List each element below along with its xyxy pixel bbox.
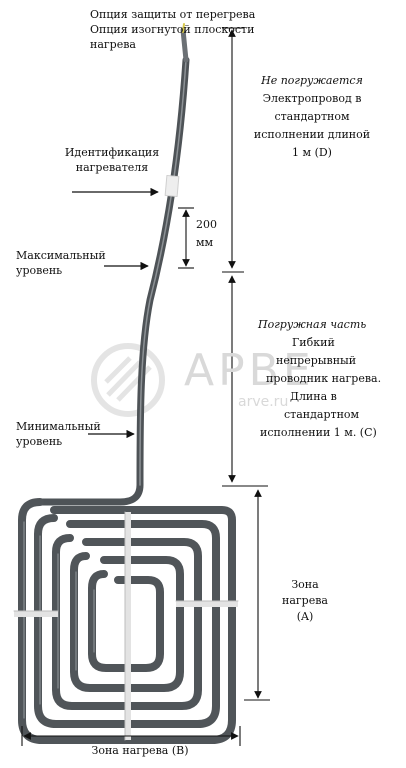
label-immersed-4: Длина в: [290, 390, 337, 403]
dimension-lines: [21, 27, 270, 746]
label-immersed-6: исполнении 1 м. (С): [260, 426, 377, 439]
label-not-immersed-3: исполнении длиной: [253, 128, 371, 141]
label-zone-a-3: (A): [296, 610, 314, 623]
label-immersed-1: Гибкий: [292, 336, 335, 349]
coil-clips: [14, 512, 238, 740]
label-immersed-2: непрерывный: [276, 354, 357, 367]
label-identification-cont: нагревателя: [75, 161, 149, 174]
label-not-immersed-1: Электропровод в: [262, 92, 362, 105]
label-identification: Идентификация: [64, 146, 160, 159]
label-immersed-5: стандартном: [284, 408, 360, 421]
label-not-immersed-title: Не погружается: [261, 74, 363, 87]
label-immersed-3: проводник нагрева.: [266, 372, 382, 385]
coil-turns: [18, 498, 236, 744]
label-overheat-option: Опция защиты от перегрева: [90, 8, 256, 21]
label-min-level-cont: уровень: [16, 435, 63, 448]
pointer-arrows: [72, 187, 159, 439]
label-min-level: Минимальный: [16, 420, 101, 433]
heating-coil: [13, 23, 239, 744]
label-zone-a-1: Зона: [291, 578, 319, 591]
label-zone-a-2: нагрева: [282, 594, 328, 607]
label-curved-plane-option: Опция изогнутой плоскости: [90, 23, 255, 36]
label-max-level: Максимальный: [16, 249, 106, 262]
watermark-brand: АРВЕ: [184, 345, 315, 396]
identification-sleeve: [164, 175, 180, 197]
lead-tip: [180, 27, 189, 63]
label-curved-plane-option-cont: нагрева: [90, 38, 136, 51]
watermark-site: arve.ru: [238, 394, 289, 410]
label-not-immersed-4: 1 м (D): [292, 146, 332, 159]
label-200-unit: мм: [196, 236, 214, 249]
label-200-value: 200: [196, 218, 217, 231]
label-max-level-cont: уровень: [16, 264, 63, 277]
label-not-immersed-2: стандартном: [274, 110, 350, 123]
label-zone-b: Зона нагрева (B): [91, 744, 189, 757]
watermark-logo-icon: [91, 343, 165, 417]
label-immersed-title: Погружная часть: [258, 318, 367, 331]
